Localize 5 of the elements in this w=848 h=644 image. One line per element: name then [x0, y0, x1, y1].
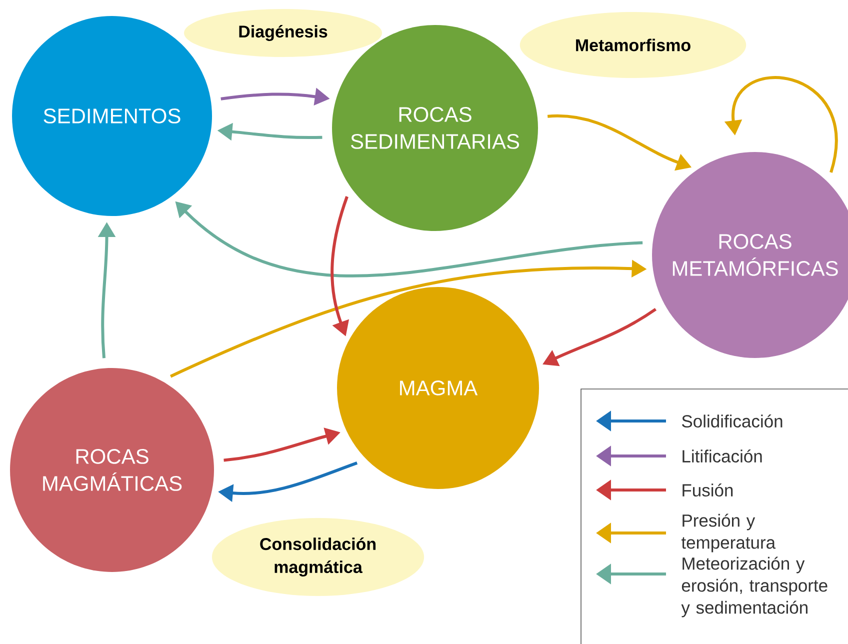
legend-text: Litificación [682, 449, 762, 463]
legend-text: Solidificación [682, 414, 782, 428]
legend-text: Fusión [682, 483, 733, 497]
legend-text: Meteorización y erosión, transporte y sedimentación [681, 556, 828, 618]
legend-text: Presión y temperatura [681, 514, 776, 552]
